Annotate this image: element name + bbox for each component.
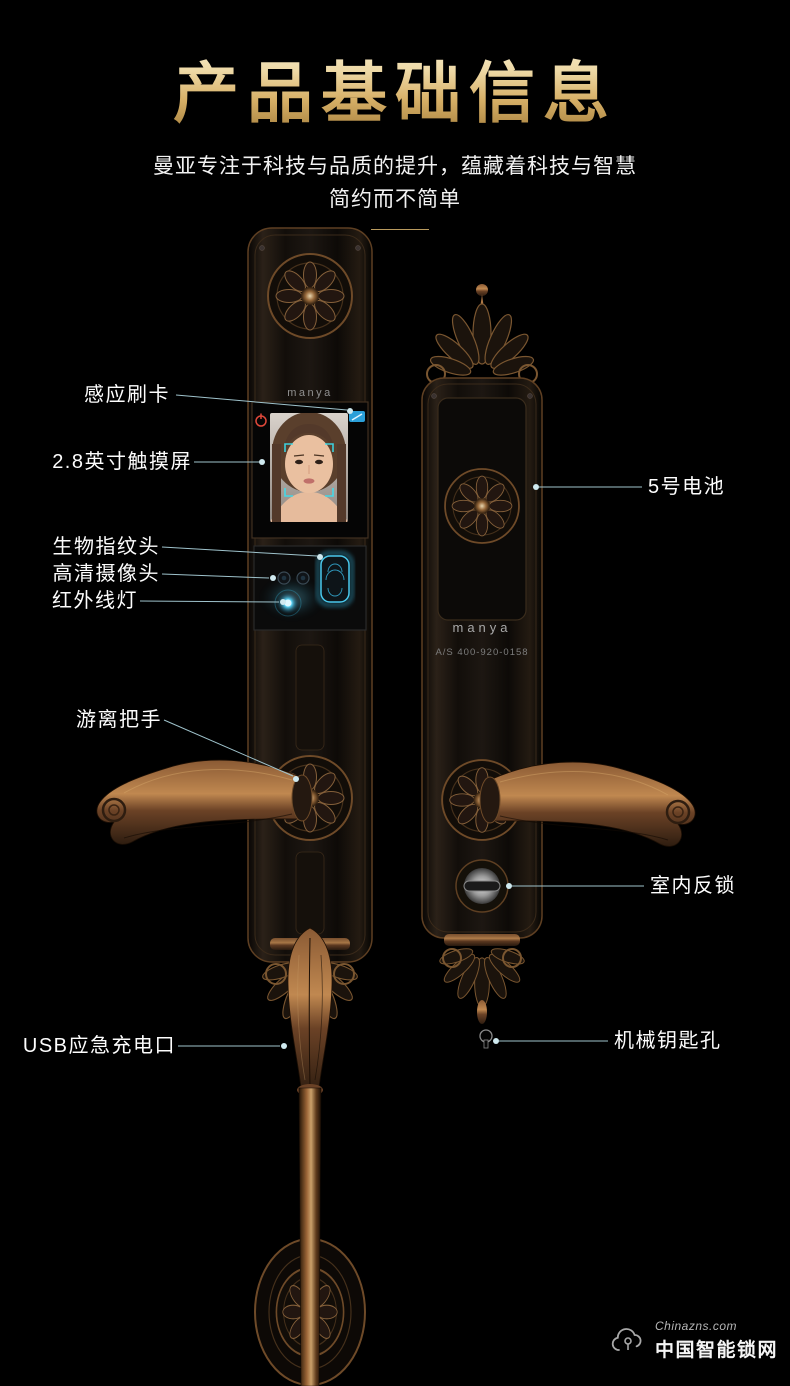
callout-line-battery: [533, 484, 642, 490]
power-icon: [255, 413, 267, 427]
front-lock-illustration: manya: [95, 227, 373, 1386]
callout-line-deadbolt: [506, 883, 644, 889]
callout-line-keyhole: [493, 1038, 608, 1044]
back-lock-illustration: manya A/S 400-920-0158: [421, 284, 697, 1049]
watermark: Chinazns.com 中国智能锁网: [608, 1319, 778, 1362]
crown-ornament: [426, 284, 538, 384]
infrared-light-icon: [274, 589, 302, 617]
front-top-rosette: [267, 253, 353, 339]
callout-deadbolt: 室内反锁: [650, 875, 736, 897]
subtitle-line-1: 曼亚专注于科技与品质的提升，蕴藏着科技与智慧: [153, 155, 637, 178]
fingerprint-sensor-icon: [316, 551, 354, 607]
pull-bar: [254, 927, 366, 1386]
callout-line-usb: [178, 1043, 287, 1049]
camera-lens-icon: [277, 571, 310, 585]
callout-line-infrared: [139, 599, 286, 605]
callout-line-camera: [161, 573, 276, 581]
callout-line-touchscreen: [194, 459, 265, 465]
callout-card-reader: 感应刷卡: [84, 384, 170, 406]
mechanical-keyhole-icon: [479, 1029, 493, 1049]
callout-camera: 高清摄像头: [52, 563, 160, 585]
back-bottom-ornament: [437, 945, 527, 1008]
front-brand-text: manya: [287, 387, 333, 399]
callout-battery: 5号电池: [648, 476, 726, 498]
service-number-text: A/S 400-920-0158: [435, 647, 528, 658]
card-reader-icon: [349, 411, 365, 422]
callout-line-handle: [163, 719, 299, 782]
callout-fingerprint: 生物指纹头: [52, 536, 160, 558]
deadbolt-knob: [455, 859, 509, 913]
screen-face: [270, 413, 348, 522]
callout-handle: 游离把手: [76, 709, 162, 731]
back-brand-text: manya: [452, 620, 511, 635]
callout-usb: USB应急充电口: [22, 1035, 176, 1057]
battery-cover-rosette: [444, 468, 520, 544]
page-subtitle: 曼亚专注于科技与品质的提升，蕴藏着科技与智慧 简约而不简单: [0, 150, 790, 216]
watermark-name: 中国智能锁网: [654, 1340, 778, 1361]
callout-keyhole: 机械钥匙孔: [614, 1030, 722, 1052]
face-scan-frame-icon: [284, 443, 334, 497]
gold-divider: [371, 229, 429, 230]
biometric-module: [253, 545, 367, 631]
subtitle-line-2: 简约而不简单: [329, 188, 461, 211]
watermark-site: Chinazns.com: [654, 1319, 738, 1333]
callout-line-fingerprint: [161, 546, 323, 560]
callout-touchscreen: 2.8英寸触摸屏: [52, 451, 192, 473]
battery-cover: [437, 397, 527, 621]
callout-infrared: 红外线灯: [52, 590, 138, 612]
page-title: 产品基础信息: [0, 40, 790, 136]
cloud-lock-icon: [611, 1327, 642, 1351]
callout-line-card-reader: [175, 394, 353, 414]
touchscreen-panel: [251, 401, 369, 539]
